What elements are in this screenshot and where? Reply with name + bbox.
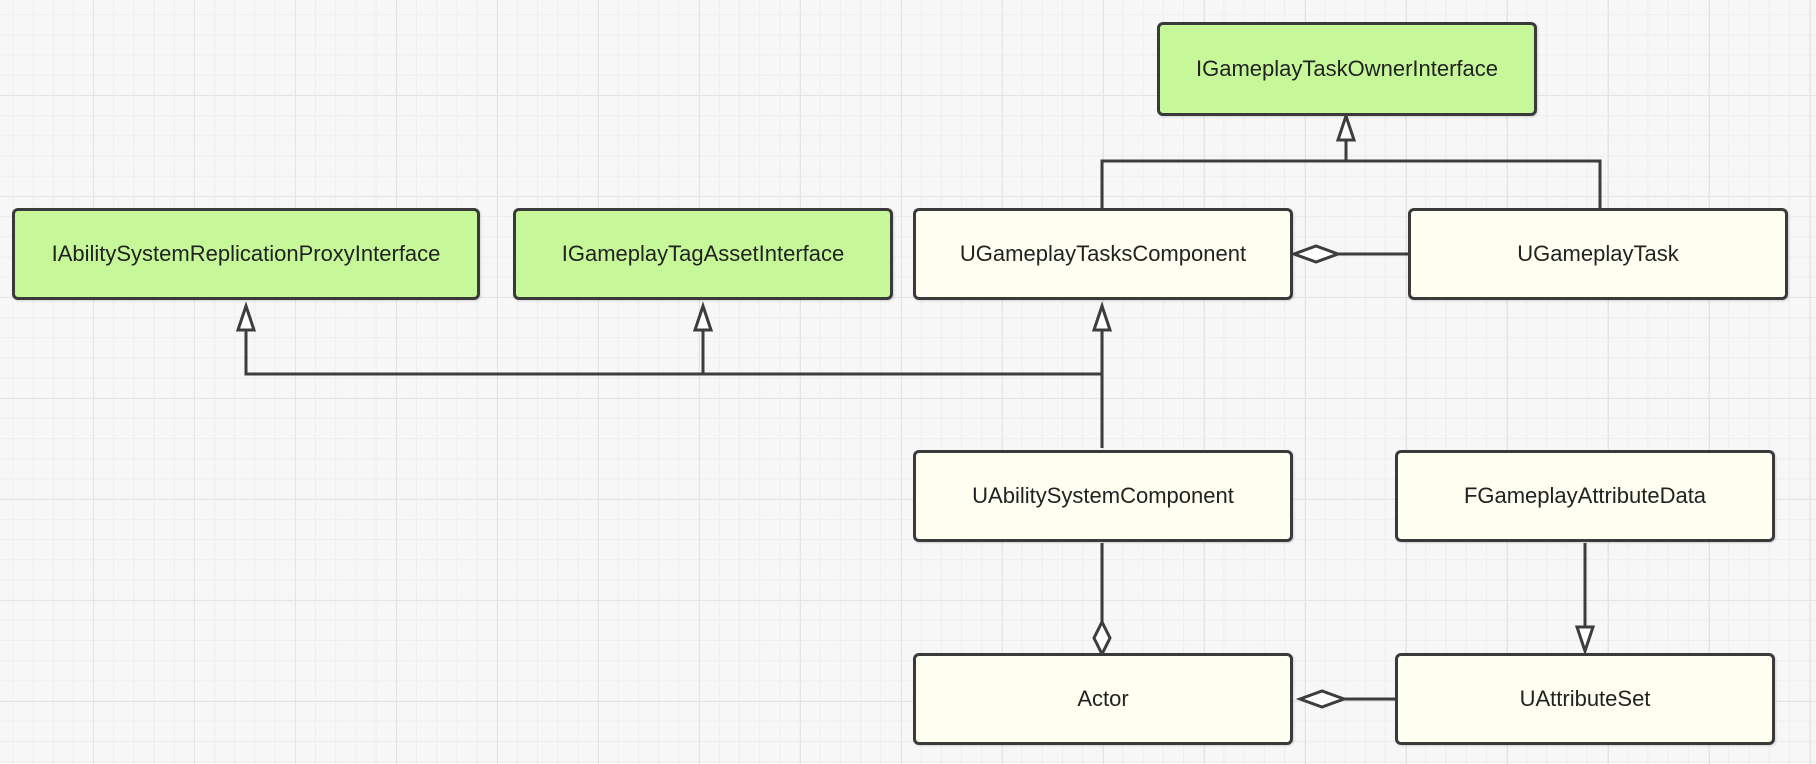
- class-box-actor[interactable]: Actor: [913, 653, 1293, 745]
- class-name: UGameplayTask: [1517, 241, 1679, 266]
- class-name: Actor: [1077, 686, 1129, 711]
- attribute-data-arrow: [1574, 543, 1596, 656]
- actor-asc-aggregation: [1092, 543, 1112, 658]
- actor-attribute-set-diamond: [1295, 689, 1349, 709]
- class-box-uabilitysystemcomponent[interactable]: UAbilitySystemComponent: [913, 450, 1293, 542]
- actor-attribute-set-aggregation: [1295, 689, 1396, 709]
- actor-asc-diamond: [1092, 618, 1112, 658]
- asc-branch-line: [244, 330, 1102, 376]
- class-name: UAbilitySystemComponent: [972, 483, 1234, 508]
- class-name: IGameplayTagAssetInterface: [561, 241, 845, 266]
- class-name: UAttributeSet: [1519, 686, 1651, 711]
- task-aggregation-diamond: [1289, 244, 1343, 264]
- class-name: FGameplayAttributeData: [1463, 483, 1707, 508]
- class-box-fgameplayattributedata[interactable]: FGameplayAttributeData: [1395, 450, 1775, 542]
- tasks-component-arrowhead: [1091, 301, 1113, 332]
- class-box-igameplaytaskownerinterface[interactable]: IGameplayTaskOwnerInterface: [1157, 22, 1537, 116]
- class-box-iabilitysystemreplicationproxyinterface[interactable]: IAbilitySystemReplicationProxyInterface: [12, 208, 480, 300]
- class-box-igameplaytagassetinterface[interactable]: IGameplayTagAssetInterface: [513, 208, 893, 300]
- class-name: UGameplayTasksComponent: [959, 241, 1247, 266]
- class-box-ugameplaytaskscomponent[interactable]: UGameplayTasksComponent: [913, 208, 1293, 300]
- owner-interface-arrowhead: [1335, 111, 1357, 142]
- class-box-ugameplaytask[interactable]: UGameplayTask: [1408, 208, 1788, 300]
- replication-proxy-arrowhead: [235, 301, 257, 332]
- task-aggregation: [1289, 244, 1410, 264]
- class-name: IAbilitySystemReplicationProxyInterface: [51, 241, 441, 266]
- owner-interface-inheritance: [1100, 111, 1602, 208]
- class-box-uattributeset[interactable]: UAttributeSet: [1395, 653, 1775, 745]
- ability-system-inheritance: [235, 301, 1113, 448]
- attribute-set-arrowhead: [1574, 625, 1596, 656]
- tag-asset-arrowhead: [692, 301, 714, 332]
- tasks-component-to-owner-line: [1100, 159, 1602, 208]
- class-name: IGameplayTaskOwnerInterface: [1195, 56, 1499, 81]
